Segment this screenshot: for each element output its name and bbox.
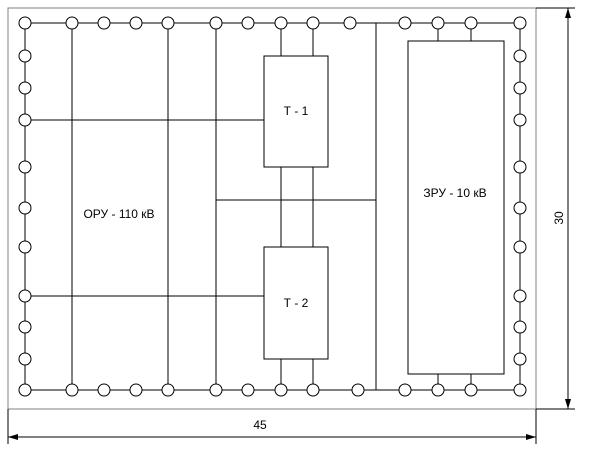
fence-post [513, 16, 527, 30]
height-arrow-top [565, 8, 571, 18]
fence-post [513, 383, 527, 397]
fence-post [129, 383, 143, 397]
height-dimension: 30 [536, 7, 575, 410]
fence-post [513, 113, 527, 127]
fence-post [464, 383, 478, 397]
width-dimension: 45 [7, 409, 537, 444]
width-dimension-label: 45 [253, 418, 267, 432]
fence-post [241, 16, 255, 30]
fence-post [209, 383, 223, 397]
height-dimension-label: 30 [552, 211, 566, 225]
fence-post [398, 383, 412, 397]
fence-post [161, 16, 175, 30]
fence-post [18, 16, 32, 30]
oru-label: ОРУ - 110 кВ [83, 207, 154, 221]
fence-post [18, 320, 32, 334]
fence-post [97, 16, 111, 30]
transformer-t1-label: Т - 1 [284, 104, 309, 118]
fence-post [65, 383, 79, 397]
transformer-t2-label: Т - 2 [284, 296, 309, 310]
fence-post [513, 240, 527, 254]
fence-post [18, 289, 32, 303]
fence-post [274, 16, 288, 30]
fence-post [18, 201, 32, 215]
fence-post [513, 289, 527, 303]
fence-post [513, 81, 527, 95]
zru-label: ЗРУ - 10 кВ [423, 186, 486, 200]
fence-post [351, 383, 365, 397]
fence-post [161, 383, 175, 397]
fence-post [398, 16, 412, 30]
transformer-t2-box [263, 246, 329, 360]
fence-post [18, 383, 32, 397]
fence-post [343, 16, 357, 30]
fence-post [513, 160, 527, 174]
fence-post [18, 113, 32, 127]
width-arrow-right [526, 434, 536, 440]
fence-post [18, 240, 32, 254]
fence-post [431, 16, 445, 30]
fence-posts-top [18, 16, 527, 30]
height-arrow-bottom [565, 399, 571, 409]
fence-post [65, 16, 79, 30]
transformer-t1-box [263, 55, 329, 168]
fence-post [306, 383, 320, 397]
fence-post [18, 352, 32, 366]
zru-building-box [407, 40, 505, 375]
site-boundary [7, 7, 537, 410]
fence-post [513, 201, 527, 215]
fence-posts-right [513, 49, 527, 366]
fence-post [431, 383, 445, 397]
fence-posts-left [18, 49, 32, 366]
fence-post [241, 383, 255, 397]
fence-post [513, 352, 527, 366]
fence-post [18, 81, 32, 95]
fence-post [464, 16, 478, 30]
fence-post [18, 49, 32, 63]
fence-post [274, 383, 288, 397]
width-arrow-left [8, 434, 18, 440]
fence-post [306, 16, 320, 30]
fence-post [129, 16, 143, 30]
fence-post [513, 49, 527, 63]
fence-posts-bottom [18, 383, 527, 397]
fence-post [209, 16, 223, 30]
fence-post [18, 160, 32, 174]
fence-post [97, 383, 111, 397]
fence-post [513, 320, 527, 334]
